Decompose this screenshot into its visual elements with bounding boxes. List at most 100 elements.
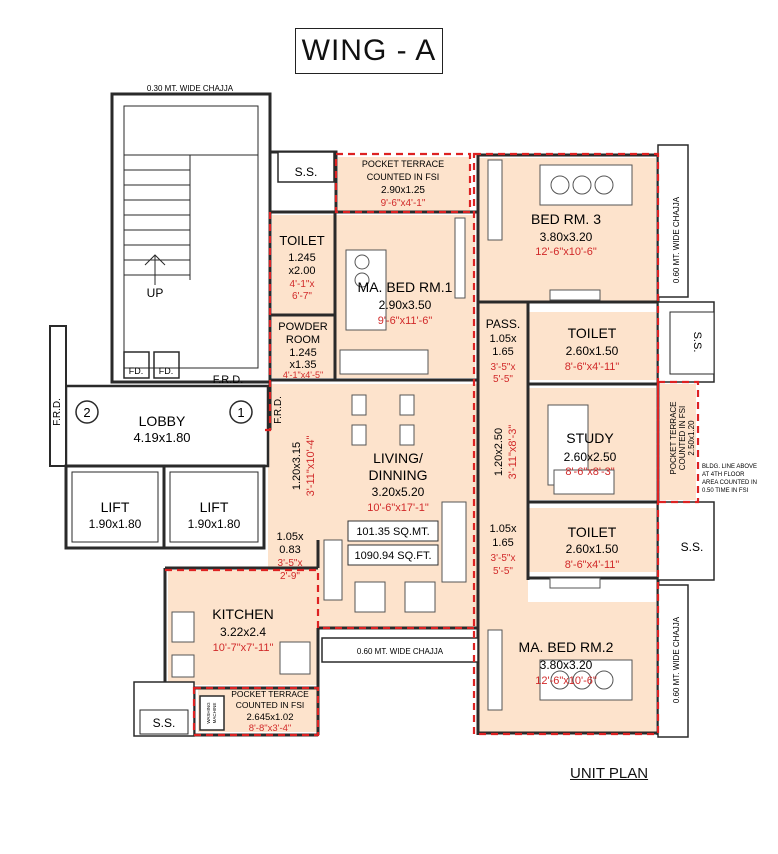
powder-name-b: ROOM [286, 334, 320, 346]
toilet2-name: TOILET [568, 325, 617, 341]
stair-up-label: UP [147, 286, 164, 300]
grid-1: 1 [237, 405, 244, 420]
pass3-metric-a: 1.05x [277, 531, 304, 543]
frd-label-lobby: F.R.D. [213, 374, 244, 386]
pass1-metric-a: 1.05x [490, 333, 517, 345]
labels: 0.30 MT. WIDE CHAJJA S.S. UP FD. FD. F.R… [52, 84, 757, 734]
toilet3-imperial: 8'-6"x4'-11" [565, 559, 620, 571]
chajja-right-bottom-label: 0.60 MT. WIDE CHAJJA [672, 616, 681, 703]
frd-passage-imperial: 3'-11"x10'-4" [305, 436, 317, 497]
chajja-top-label: 0.30 MT. WIDE CHAJJA [147, 84, 234, 93]
unit-plan-label: UNIT PLAN [570, 765, 649, 782]
ss-right-bottom-label: S.S. [681, 540, 704, 554]
toilet1-imperial-a: 4'-1"x [290, 279, 315, 290]
terrace-right-line1: POCKET TERRACE [669, 401, 678, 474]
note-line2: AT 4TH FLOOR [702, 472, 745, 478]
powder-metric-a: 1.245 [289, 347, 317, 359]
toilet3-name: TOILET [568, 524, 617, 540]
lift1-name: LIFT [101, 499, 130, 515]
bed2-metric: 3.80x3.20 [540, 658, 593, 672]
machine-label: MACHINE [212, 703, 217, 724]
area-sqft-box [347, 544, 439, 566]
ss-right-top-label: S.S. [691, 332, 703, 353]
pass3-imperial-b: 2'-9" [280, 571, 300, 582]
area-sqft: 1090.94 SQ.FT. [354, 550, 431, 562]
furniture [171, 159, 633, 711]
chajja-right-top-label: 0.60 MT. WIDE CHAJJA [672, 196, 681, 283]
terrace-right-line2: COUNTED IN FSI [678, 406, 687, 470]
living-metric: 3.20x5.20 [372, 485, 425, 499]
pass2-imperial-a: 3'-5"x [491, 553, 516, 564]
toilet1-metric-b: x2.00 [289, 265, 316, 277]
pass2-metric-b: 1.65 [492, 537, 513, 549]
bed1-name: MA. BED RM.1 [358, 279, 453, 295]
terrace-bottom-imperial: 8'-8"x3'-4" [249, 723, 292, 734]
terrace-top-line2: COUNTED IN FSI [367, 172, 440, 182]
bed1-metric: 2.90x3.50 [379, 298, 432, 312]
terrace-top-line1: POCKET TERRACE [362, 159, 444, 169]
pass2-imperial-b: 5'-5" [493, 566, 513, 577]
terrace-top-metric: 2.90x1.25 [381, 185, 425, 196]
lobby-name: LOBBY [139, 413, 186, 429]
bed3-imperial: 12'-6"x10'-6" [535, 246, 597, 258]
note-line4: 0.50 TIME IN FSI [702, 488, 749, 494]
kitchen-metric: 3.22x2.4 [220, 625, 266, 639]
frd-label-side: F.R.D. [52, 398, 63, 426]
kitchen-imperial: 10'-7"x7'-11" [213, 642, 274, 654]
pass1-imperial-b: 5'-5" [493, 374, 513, 385]
frd-passage-metric: 1.20x3.15 [291, 442, 303, 490]
ss-bottom-label: S.S. [153, 716, 176, 730]
pass1-metric-b: 1.65 [492, 346, 513, 358]
core [49, 92, 272, 550]
bed1-imperial: 9'-6"x11'-6" [378, 315, 433, 327]
pass1-imperial-a: 3'-5"x [491, 362, 516, 373]
fd-label-2: FD. [159, 366, 174, 376]
pass1-name: PASS. [486, 317, 520, 331]
study-imperial: 8'-6"x8'-3" [565, 466, 614, 478]
pass3-metric-b: 0.83 [279, 544, 300, 556]
washing-label: WASHING [206, 702, 211, 724]
frd-label-living: F.R.D. [273, 396, 284, 424]
area-sqm-box [347, 520, 439, 542]
toilet2-metric: 2.60x1.50 [566, 344, 619, 358]
area-sqm: 101.35 SQ.MT. [356, 526, 429, 538]
terrace-right-metric: 2.50x1.20 [687, 420, 696, 456]
lift2-size: 1.90x1.80 [188, 517, 241, 531]
terrace-bottom-line1: POCKET TERRACE [231, 689, 309, 699]
kitchen-name: KITCHEN [212, 606, 273, 622]
chajja-bottom-label: 0.60 MT. WIDE CHAJJA [357, 647, 444, 656]
bed2-name: MA. BED RM.2 [519, 639, 614, 655]
toilet1-metric-a: 1.245 [288, 252, 316, 264]
living-name-a: LIVING/ [373, 450, 423, 466]
mid-passage-metric: 1.20x2.50 [493, 428, 505, 476]
terrace-top-imperial: 9'-6"x4'-1" [381, 198, 426, 209]
study-metric: 2.60x2.50 [564, 450, 617, 464]
toilet1-name: TOILET [279, 233, 324, 248]
lift2-name: LIFT [200, 499, 229, 515]
bed3-name: BED RM. 3 [531, 211, 601, 227]
note-line3: AREA COUNTED IN [702, 480, 757, 486]
toilet2-imperial: 8'-6"x4'-11" [565, 361, 620, 373]
red-dashes [165, 152, 700, 737]
toilet1-imperial-b: 6'-7" [292, 291, 312, 302]
living-imperial: 10'-6"x17'-1" [367, 502, 429, 514]
powder-metric-b: x1.35 [290, 359, 317, 371]
lift1-size: 1.90x1.80 [89, 517, 142, 531]
wing-title: WING - A [295, 28, 443, 74]
fd-label-1: FD. [129, 366, 144, 376]
powder-imperial: 4'-1"x4'-5" [283, 370, 323, 380]
pass3-imperial-a: 3'-5"x [278, 558, 303, 569]
terrace-bottom-metric: 2.645x1.02 [246, 712, 293, 723]
bed3-metric: 3.80x3.20 [540, 230, 593, 244]
ss-top-label: S.S. [295, 165, 318, 179]
note-line1: BLDG. LINE ABOVE [702, 464, 757, 470]
lobby-size: 4.19x1.80 [133, 430, 190, 445]
study-name: STUDY [566, 430, 614, 446]
terrace-bottom-line2: COUNTED IN FSI [236, 700, 304, 710]
mid-passage-imperial: 3'-11"x8'-3" [507, 425, 519, 480]
pass2-metric-a: 1.05x [490, 523, 517, 535]
grid-2: 2 [83, 405, 90, 420]
powder-name-a: POWDER [278, 321, 328, 333]
toilet3-metric: 2.60x1.50 [566, 542, 619, 556]
